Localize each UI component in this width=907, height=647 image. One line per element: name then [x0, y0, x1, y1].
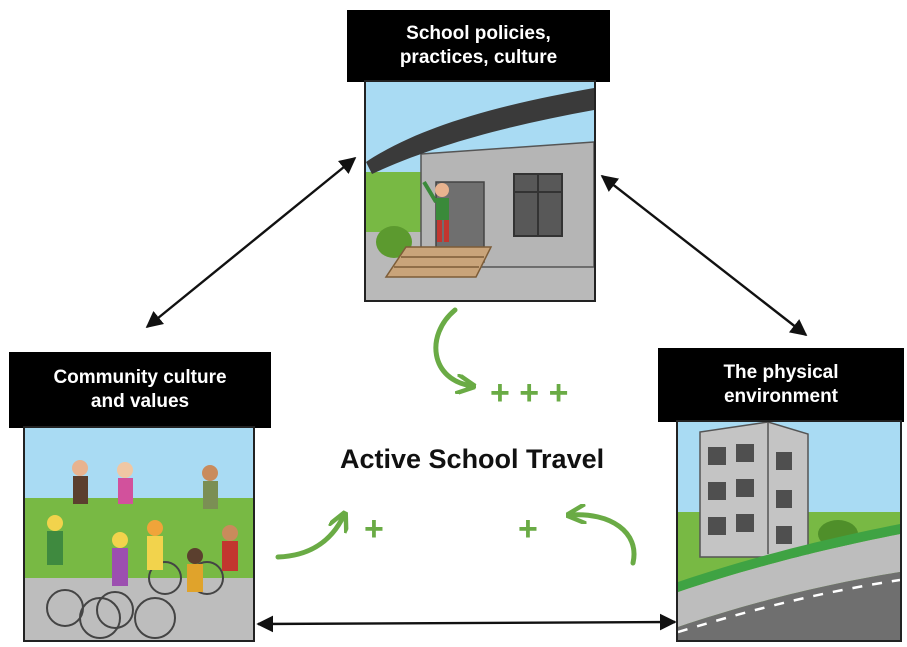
physical-label-line1: The physical [723, 362, 839, 383]
physical-label: The physical environment [658, 348, 904, 422]
school-illustration [364, 80, 596, 302]
physical-environment-illustration [676, 420, 902, 642]
school-label-line1: School policies, [406, 23, 551, 44]
community-illustration [23, 426, 255, 642]
influence-arrow-community [275, 515, 344, 560]
school-label: School policies, practices, culture [347, 10, 610, 82]
influence-plus-top: + + + [490, 374, 569, 412]
connector-school-community [145, 156, 357, 329]
connector-school-physical [600, 174, 808, 337]
influence-plus-right: + [518, 510, 538, 548]
school-label-line2: practices, culture [399, 47, 558, 68]
center-title: Active School Travel [340, 444, 605, 474]
influence-plus-left: + [364, 510, 384, 548]
physical-label-line2: environment [723, 386, 839, 407]
influence-arrow-school [433, 307, 472, 386]
community-label-line2: and values [90, 391, 190, 412]
connector-community-physical [256, 613, 677, 633]
influence-arrow-physical [570, 515, 637, 566]
community-label: Community culture and values [9, 352, 271, 428]
community-label-line1: Community culture [53, 367, 227, 388]
